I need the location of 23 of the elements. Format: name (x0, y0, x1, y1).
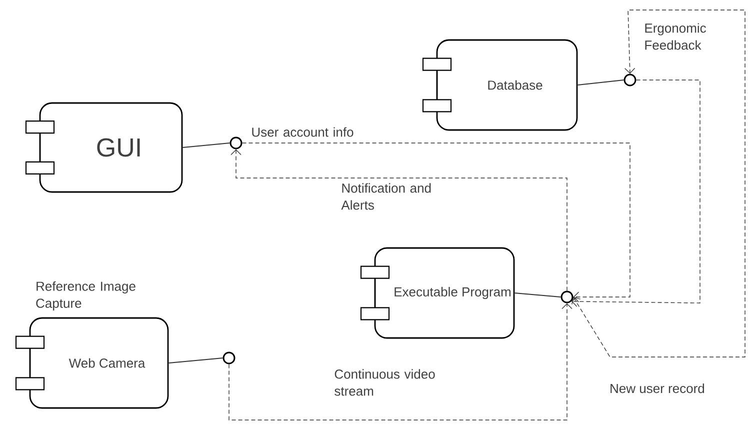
dashed-arrow (571, 80, 700, 307)
interface-port (222, 352, 236, 364)
connector-line (577, 80, 624, 86)
edge-label: Ergonomic Feedback (645, 23, 706, 50)
component-box: Web Camera (15, 317, 169, 409)
connector-line (168, 358, 224, 364)
interface-port (230, 136, 242, 150)
component-box: Database (422, 39, 578, 131)
dashed-arrow (228, 303, 572, 420)
component-caption: Reference Image Capture (36, 281, 136, 310)
interface-port (624, 74, 636, 86)
component-box: Executable Program (360, 247, 515, 339)
dashed-arrow (242, 142, 630, 302)
note-label: New user record (610, 384, 704, 394)
connector-line (182, 142, 230, 148)
edge-label: Continuous video stream (334, 369, 435, 396)
dashed-arrow (572, 10, 746, 358)
edge-label: Notification and Alerts (341, 183, 431, 210)
edge-label: User account info (252, 127, 354, 137)
component-box: GUI (25, 102, 183, 193)
connector-line (514, 292, 562, 298)
dashed-arrow (230, 149, 568, 292)
interface-port (560, 290, 574, 304)
